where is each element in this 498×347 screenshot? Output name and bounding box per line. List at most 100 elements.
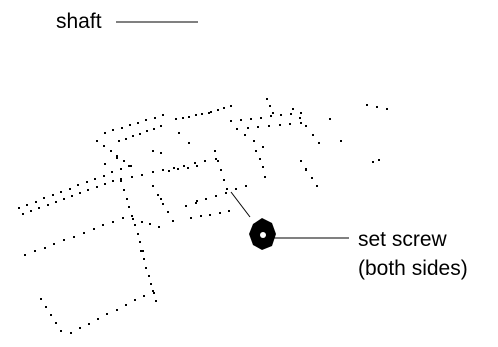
outline-dot xyxy=(121,127,123,129)
outline-dot xyxy=(183,165,185,167)
inner-diagonal-line xyxy=(230,191,251,218)
outline-dot xyxy=(60,191,62,193)
outline-dot xyxy=(244,134,246,136)
outline-dot xyxy=(83,232,85,234)
outline-dot xyxy=(155,300,157,302)
outline-dot xyxy=(205,198,207,200)
outline-dot xyxy=(225,192,227,194)
outline-dot xyxy=(269,105,271,107)
outline-dot xyxy=(289,123,291,125)
outline-dot xyxy=(131,176,133,178)
outline-dot xyxy=(318,142,320,144)
set-screw-sides-note: (both sides) xyxy=(358,257,468,280)
outline-dot xyxy=(141,174,143,176)
outline-dot xyxy=(264,176,266,178)
outline-dot xyxy=(134,299,136,301)
outline-dot xyxy=(378,159,380,161)
outline-dot xyxy=(236,128,238,130)
outline-dot xyxy=(329,118,331,120)
outline-dot xyxy=(55,322,57,324)
outline-dot xyxy=(104,183,106,185)
outline-dot xyxy=(120,178,122,180)
outline-dot xyxy=(150,283,152,285)
outline-dot xyxy=(245,185,247,187)
outline-dot xyxy=(312,134,314,136)
outline-dot xyxy=(110,150,112,152)
outline-dot xyxy=(96,186,98,188)
outline-dot xyxy=(69,188,71,190)
outline-dot xyxy=(188,142,190,144)
outline-dot xyxy=(272,112,274,114)
outline-dot xyxy=(195,114,197,116)
outline-dot xyxy=(195,202,197,204)
outline-dot xyxy=(196,165,198,167)
outline-dot xyxy=(196,200,198,202)
outline-dot xyxy=(130,165,132,167)
outline-dot xyxy=(70,332,72,334)
outline-dot xyxy=(280,114,282,116)
outline-dot xyxy=(71,195,73,197)
outline-dot xyxy=(55,201,57,203)
outline-dot xyxy=(299,117,301,119)
outline-dot xyxy=(201,113,203,115)
set-screw-marker xyxy=(249,218,276,250)
outline-dot xyxy=(160,152,162,154)
outline-dot xyxy=(153,292,155,294)
outline-dot xyxy=(140,250,142,252)
outline-dot xyxy=(43,197,45,199)
outline-dot xyxy=(103,145,105,147)
outline-dot xyxy=(262,166,264,168)
outline-dot xyxy=(178,132,180,134)
outline-dot xyxy=(210,111,212,113)
outline-dot xyxy=(132,218,134,220)
outline-dot xyxy=(260,117,262,119)
outline-dot xyxy=(143,258,145,260)
outline-dot xyxy=(44,247,46,249)
outline-dot xyxy=(116,155,118,157)
outline-dot xyxy=(148,275,150,277)
outline-dot xyxy=(139,133,141,135)
outline-dot xyxy=(126,198,128,200)
outline-dot xyxy=(300,160,302,162)
outline-dot xyxy=(366,104,368,106)
outline-dot xyxy=(45,306,47,308)
outline-dot xyxy=(94,178,96,180)
outline-dot xyxy=(79,192,81,194)
outline-dot xyxy=(87,189,89,191)
outline-dot xyxy=(128,165,130,167)
outline-dot xyxy=(120,180,122,182)
outline-dot xyxy=(152,171,154,173)
outline-dot xyxy=(217,160,219,162)
outline-dot xyxy=(139,241,141,243)
outline-dot xyxy=(154,117,156,119)
outline-dot xyxy=(63,239,65,241)
outline-dot xyxy=(104,132,106,134)
outline-dot xyxy=(262,146,264,148)
outline-dot xyxy=(149,223,151,225)
outline-dot xyxy=(292,108,294,110)
outline-dot xyxy=(167,211,169,213)
outline-dot xyxy=(145,267,147,269)
outline-dot xyxy=(185,205,187,207)
outline-dot xyxy=(123,189,125,191)
outline-dot xyxy=(279,124,281,126)
outline-dot xyxy=(153,128,155,130)
outline-dot xyxy=(86,181,88,183)
outline-dot xyxy=(340,140,342,142)
outline-dot xyxy=(93,228,95,230)
outline-dot xyxy=(152,150,154,152)
outline-dot xyxy=(132,135,134,137)
outline-dot xyxy=(187,167,189,169)
outline-dot xyxy=(162,203,164,205)
outline-dot xyxy=(24,254,26,256)
outline-dot xyxy=(118,140,120,142)
outline-dot xyxy=(266,98,268,100)
outline-dot xyxy=(112,221,114,223)
outline-dot xyxy=(18,207,20,209)
outline-dot xyxy=(223,107,225,109)
outline-dot xyxy=(162,114,164,116)
outline-dot xyxy=(200,215,202,217)
set-screw-label: set screw xyxy=(358,228,447,251)
outline-dot xyxy=(223,179,225,181)
